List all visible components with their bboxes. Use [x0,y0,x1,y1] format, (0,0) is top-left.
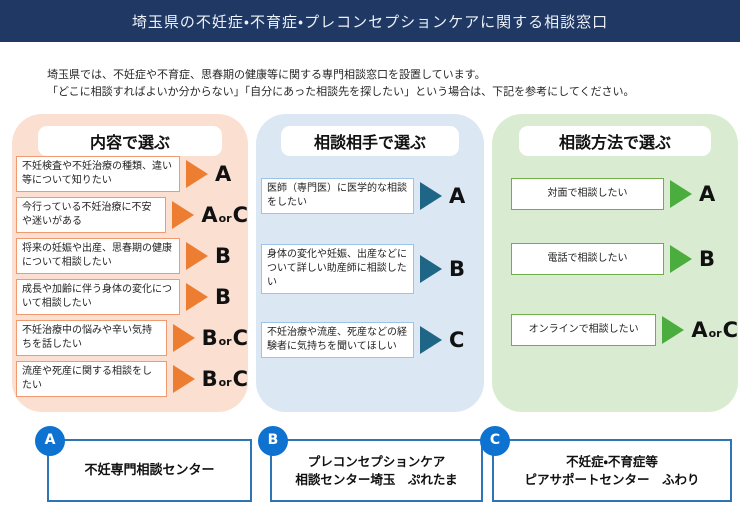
option-row: 成長や加齢に伴う身体の変化について相談したい B [16,279,248,316]
option-label: 身体の変化や妊娠、出産などについて詳しい助産師に相談したい [267,249,407,289]
option-text-box: 医師（専門医）に医学的な相談をしたい [261,178,414,215]
center-card-c: C 不妊症・不育症等 ピアサポートセンター ふわり [480,426,732,503]
option-label: 流産や死産に関する相談をしたい [22,366,152,392]
option-row: 電話で相談したい B [511,243,738,276]
letter-badge-a: A [35,426,65,457]
arrow-right-icon [420,182,442,211]
option-text-box: オンラインで相談したい [511,314,657,347]
selector-panels: 内容で選ぶ 不妊検査や不妊治療の種類、違い等について知りたい A 今行っている不… [12,114,738,413]
intro-text: 埼玉県では、不妊症や不育症、思春期の健康等に関する専門相談窓口を設置しています。… [47,66,740,100]
option-label: オンラインで相談したい [528,324,639,336]
center-name-line: 不妊症・不育症等 [566,454,658,470]
option-label: 不妊治療や流産、死産などの経験者に気持ちを聞いてほしい [267,327,407,353]
option-text-box: 不妊治療中の悩みや辛い気持ちを話したい [16,320,167,357]
letter-badge-b: B [258,426,288,457]
center-name-line: プレコンセプションケア [307,454,446,470]
letter-badge-c: C [480,426,510,457]
page-title: 埼玉県の不妊症・不育症・プレコンセプションケアに関する相談窓口 [131,12,609,31]
center-card-a: A 不妊専門相談センター [35,426,252,503]
option-label: 医師（専門医）に医学的な相談をしたい [267,183,407,209]
option-label: 不妊治療中の悩みや辛い気持ちを話したい [22,325,152,351]
option-row: 対面で相談したい A [511,178,738,211]
center-cards: A 不妊専門相談センター B プレコンセプションケア 相談センター埼玉 ぷれたま… [35,426,740,503]
center-name-line: 相談センター埼玉 ぷれたま [295,471,458,487]
option-text-box: 不妊治療や流産、死産などの経験者に気持ちを聞いてほしい [261,322,414,359]
arrow-right-icon [662,316,685,345]
header-bar: 埼玉県の不妊症・不育症・プレコンセプションケアに関する相談窓口 [0,0,740,42]
option-label: 不妊検査や不妊治療の種類、違い等について知りたい [22,161,172,187]
option-label: 対面で相談したい [547,188,628,200]
intro-line-2: 「どこに相談すればよいか分からない」「自分にあった相談先を探したい」という場合は… [47,85,635,99]
result-letters: B [449,257,466,282]
result-letters: B [215,244,232,269]
center-name-line: ピアサポートセンター ふわり [524,471,700,487]
option-text-box: 今行っている不妊治療に不安や迷いがある [16,197,167,234]
result-letters: B [215,285,232,310]
option-text-box: 流産や死産に関する相談をしたい [16,361,167,398]
result-letters: B [699,247,716,272]
result-letters: A [215,162,232,187]
arrow-right-icon [172,201,195,230]
intro-line-1: 埼玉県では、不妊症や不育症、思春期の健康等に関する専門相談窓口を設置しています。 [47,68,486,81]
center-card-b: B プレコンセプションケア 相談センター埼玉 ぷれたま [258,426,483,503]
panel-choose-by-content: 内容で選ぶ 不妊検査や不妊治療の種類、違い等について知りたい A 今行っている不… [12,114,248,413]
panel-title: 相談相手で選ぶ [281,126,459,157]
arrow-right-icon [172,365,195,394]
arrow-right-icon [420,255,442,284]
arrow-right-icon [186,283,208,312]
panel-choose-by-method: 相談方法で選ぶ 対面で相談したい A 電話で相談したい B オンラインで相談した… [492,114,738,413]
arrow-right-icon [186,160,208,189]
option-text-box: 身体の変化や妊娠、出産などについて詳しい助産師に相談したい [261,244,414,295]
result-letters: A [699,182,716,207]
panel-choose-by-partner: 相談相手で選ぶ 医師（専門医）に医学的な相談をしたい A 身体の変化や妊娠、出産… [256,114,484,413]
center-name-line: 不妊専門相談センター [84,462,215,478]
option-row: 医師（専門医）に医学的な相談をしたい A [261,178,484,215]
panel-title: 内容で選ぶ [37,126,223,157]
arrow-right-icon [670,180,692,209]
option-text-box: 不妊検査や不妊治療の種類、違い等について知りたい [16,156,180,193]
option-row: 身体の変化や妊娠、出産などについて詳しい助産師に相談したい B [261,244,484,295]
option-text-box: 電話で相談したい [511,243,664,276]
option-text-box: 対面で相談したい [511,178,664,211]
arrow-right-icon [172,324,195,353]
option-label: 成長や加齢に伴う身体の変化について相談したい [22,284,172,310]
option-row: 不妊検査や不妊治療の種類、違い等について知りたい A [16,156,248,193]
arrow-right-icon [670,245,692,274]
panel-title: 相談方法で選ぶ [519,126,711,157]
option-text-box: 将来の妊娠や出産、思春期の健康について相談したい [16,238,180,275]
option-label: 電話で相談したい [547,253,628,265]
arrow-right-icon [420,326,442,355]
result-letters: C [449,328,465,353]
option-row: 将来の妊娠や出産、思春期の健康について相談したい B [16,238,248,275]
option-row: 不妊治療や流産、死産などの経験者に気持ちを聞いてほしい C [261,322,484,359]
result-letters: A [449,184,466,209]
arrow-right-icon [186,242,208,271]
option-text-box: 成長や加齢に伴う身体の変化について相談したい [16,279,180,316]
option-label: 今行っている不妊治療に不安や迷いがある [22,202,152,228]
option-label: 将来の妊娠や出産、思春期の健康について相談したい [22,243,172,269]
